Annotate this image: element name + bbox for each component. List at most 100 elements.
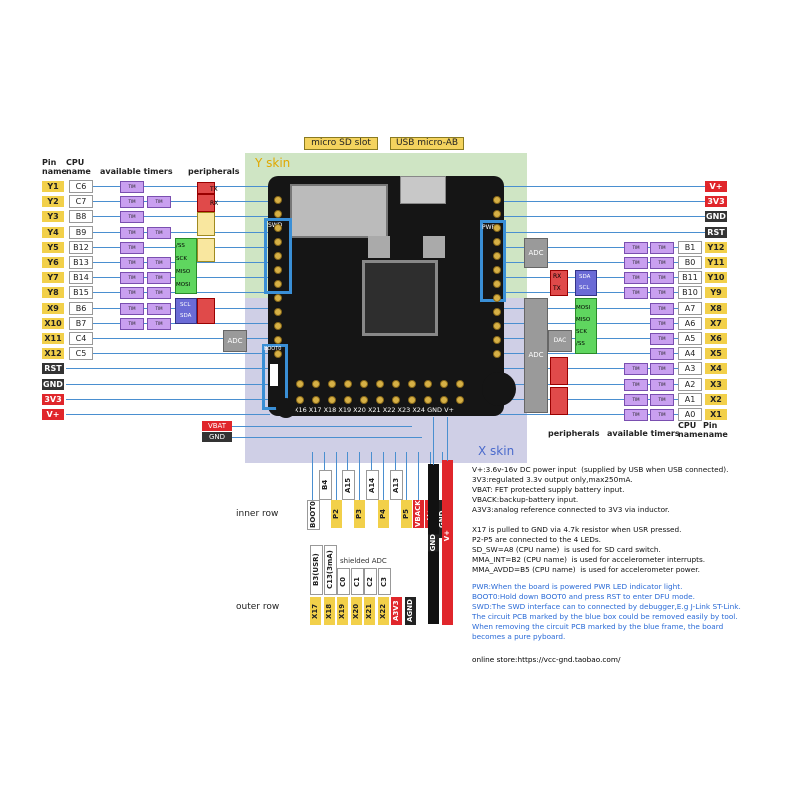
inner-wire bbox=[418, 452, 420, 500]
left-cpu-c6: C6 bbox=[69, 180, 93, 193]
left-mosi-label: MOSI bbox=[176, 282, 191, 288]
left-cpu-c5: C5 bbox=[69, 347, 93, 361]
header-hole bbox=[493, 210, 501, 218]
inner-wire bbox=[406, 452, 408, 500]
left-timer: TIM bbox=[147, 226, 171, 239]
header-hole bbox=[312, 380, 320, 388]
header-hole bbox=[408, 380, 416, 388]
header-hole bbox=[274, 238, 282, 246]
right-pin-x5: X5 bbox=[705, 348, 727, 360]
right-wire bbox=[500, 186, 705, 187]
header-hole bbox=[274, 210, 282, 218]
tall-gnd-label: GND bbox=[428, 534, 439, 552]
outer-pin-x19: X19 bbox=[337, 597, 348, 625]
inner-pin-p2: P2 bbox=[330, 500, 342, 528]
right-wire bbox=[500, 231, 705, 233]
right-timer: TIM bbox=[650, 287, 674, 300]
reset-button[interactable] bbox=[368, 236, 390, 258]
right-timer: TIM bbox=[624, 409, 648, 421]
right-i2c-block bbox=[575, 270, 597, 296]
header-hole bbox=[376, 380, 384, 388]
right-timer: TIM bbox=[650, 302, 674, 315]
header-hole bbox=[493, 322, 501, 330]
header-hole bbox=[274, 196, 282, 204]
right-wire bbox=[500, 368, 678, 370]
tall-gnd-bar: GND bbox=[428, 464, 439, 624]
header-hole bbox=[493, 266, 501, 274]
inner-wire bbox=[382, 452, 384, 500]
right-cpu-a4: A4 bbox=[678, 347, 702, 361]
right-pin-rst: RST bbox=[705, 226, 727, 238]
right-timer: TIM bbox=[650, 317, 674, 330]
left-timer: TIM bbox=[120, 302, 144, 315]
right-timer: TIM bbox=[650, 257, 674, 269]
boot0-box bbox=[262, 344, 288, 410]
right-timer: TIM bbox=[624, 393, 648, 406]
left-cpu-c7: C7 bbox=[69, 195, 93, 209]
right-rx-label: RX bbox=[553, 273, 562, 280]
left-timer: TIM bbox=[120, 226, 144, 239]
right-cpu-b10: B10 bbox=[678, 286, 702, 300]
right-timer: TIM bbox=[650, 348, 674, 361]
right-mosi-label: MOSI bbox=[576, 305, 591, 311]
header-hole bbox=[408, 396, 416, 404]
left-timer: TIM bbox=[120, 196, 144, 209]
left-wire bbox=[93, 231, 270, 233]
right-timer: TIM bbox=[650, 272, 674, 285]
inner-wire bbox=[335, 452, 337, 500]
outer-top-pin-0: B3(USR) bbox=[310, 545, 323, 595]
left-sck-label: SCK bbox=[176, 256, 187, 262]
pwr-box bbox=[480, 220, 506, 302]
header-hole bbox=[328, 396, 336, 404]
usr-button[interactable] bbox=[423, 236, 445, 258]
header-hole bbox=[392, 380, 400, 388]
left-cpu-b8: B8 bbox=[69, 210, 93, 224]
micro-sd-label: micro SD slot bbox=[304, 137, 378, 150]
left-pin-y2: Y2 bbox=[42, 196, 64, 208]
left-timer: TIM bbox=[120, 257, 144, 269]
outer-pin-x22: X22 bbox=[377, 597, 389, 625]
right-cpu-a3: A3 bbox=[678, 362, 702, 376]
boot0-switch[interactable] bbox=[270, 364, 278, 386]
left-pin-gnd: GND bbox=[42, 378, 64, 390]
left-timer: TIM bbox=[147, 287, 171, 300]
left-can1-block bbox=[197, 212, 215, 236]
right-uart3-block bbox=[550, 387, 568, 415]
right-tx-label: TX bbox=[553, 285, 561, 292]
right-ss-label: /SS bbox=[576, 341, 585, 347]
right-pin-x3: X3 bbox=[705, 378, 727, 390]
left-miso-label: MISO bbox=[176, 269, 191, 275]
left-timer: TIM bbox=[147, 272, 171, 285]
header-hole bbox=[274, 280, 282, 288]
inner-pin-boot0: BOOT0 bbox=[307, 500, 320, 530]
usb-connector bbox=[400, 176, 446, 204]
header-hole bbox=[493, 252, 501, 260]
inner-pin-a14: A14 bbox=[366, 470, 379, 500]
left-wire bbox=[93, 338, 270, 339]
header-hole bbox=[493, 238, 501, 246]
right-cpu-a2: A2 bbox=[678, 377, 702, 391]
inner-wire bbox=[394, 452, 396, 470]
left-pin-name-header: Pin name bbox=[42, 158, 67, 176]
header-hole bbox=[274, 266, 282, 274]
right-wire bbox=[500, 383, 678, 385]
outer-top-pin-2: C0 bbox=[337, 568, 350, 595]
mount-hole-left bbox=[276, 398, 296, 418]
right-pin-x1: X1 bbox=[705, 409, 727, 420]
header-hole bbox=[493, 294, 501, 302]
header-hole bbox=[493, 336, 501, 344]
left-pin-y1: Y1 bbox=[42, 181, 64, 192]
right-pin-y12: Y12 bbox=[705, 241, 727, 253]
x-skin-label: X skin bbox=[478, 444, 515, 458]
left-timer: TIM bbox=[120, 211, 144, 224]
inner-pin-b4: B4 bbox=[318, 470, 332, 500]
header-hole bbox=[296, 396, 304, 404]
right-uart-block bbox=[550, 270, 568, 296]
left-cpu-c4: C4 bbox=[69, 332, 93, 345]
micro-sd-slot bbox=[290, 184, 388, 238]
left-timer: TIM bbox=[147, 317, 171, 330]
right-timer: TIM bbox=[650, 409, 674, 421]
swd-box bbox=[264, 218, 292, 294]
left-timer: TIM bbox=[120, 272, 144, 285]
header-hole bbox=[456, 396, 464, 404]
